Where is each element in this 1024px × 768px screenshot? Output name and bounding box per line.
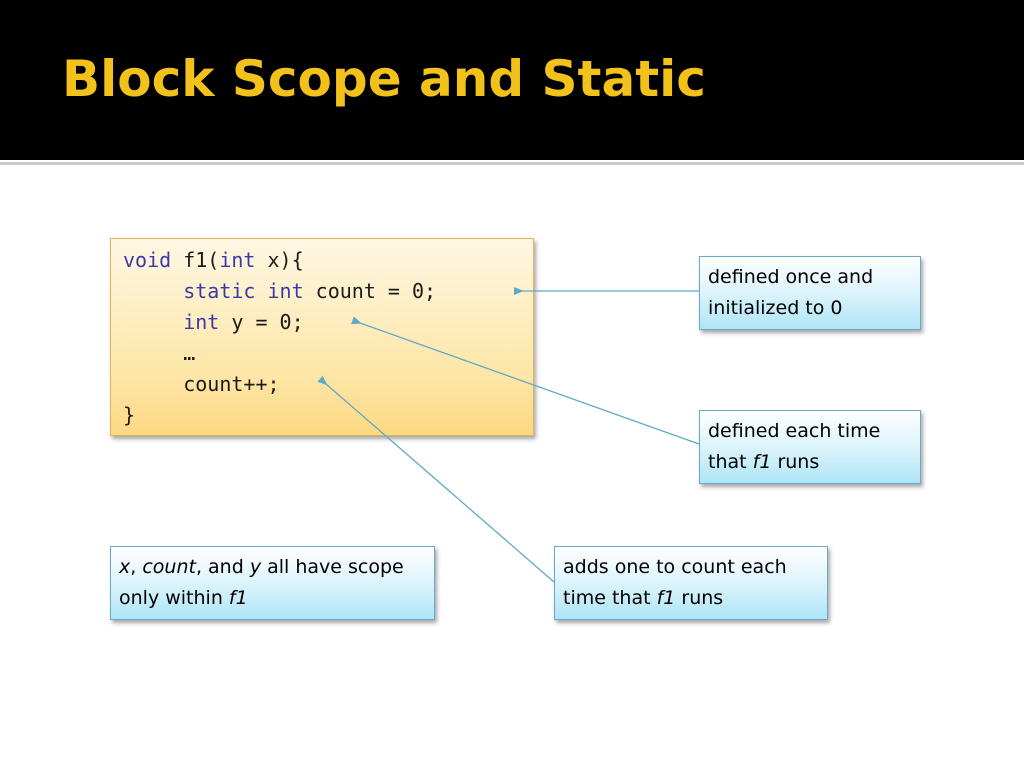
code-text: count++; bbox=[123, 372, 280, 396]
code-text: … bbox=[123, 341, 196, 365]
scope-note-y: y bbox=[249, 556, 262, 578]
scope-note-line-2: only within f1 bbox=[119, 583, 426, 614]
local-note-text-a: that bbox=[708, 451, 753, 473]
title-bar: Block Scope and Static bbox=[0, 0, 1024, 160]
code-line-2: static int count = 0; bbox=[123, 279, 436, 303]
increment-note-f1: f1 bbox=[656, 587, 676, 609]
local-note-f1: f1 bbox=[752, 451, 772, 473]
arrow-to-int-y bbox=[351, 316, 700, 445]
code-text: y = 0; bbox=[219, 310, 304, 334]
code-keyword: int bbox=[183, 310, 220, 334]
scope-note-sep-2: , and bbox=[195, 556, 250, 578]
scope-note-text-2: only within bbox=[119, 587, 229, 609]
scope-note-text: all have scope bbox=[261, 556, 404, 578]
increment-note-line-1: adds one to count each bbox=[563, 556, 787, 578]
code-line-3: int y = 0; bbox=[123, 310, 304, 334]
scope-note-count: count bbox=[142, 556, 196, 578]
static-note-callout: defined once and initialized to 0 bbox=[699, 256, 921, 330]
code-box: void f1(int x){ static int count = 0; in… bbox=[110, 238, 534, 436]
code-line-6: } bbox=[123, 403, 135, 427]
code-keyword: void bbox=[123, 248, 172, 272]
code-text: count = 0; bbox=[303, 279, 437, 303]
local-note-callout: defined each time that f1 runs bbox=[699, 410, 921, 484]
static-note-line-1: defined once and bbox=[708, 266, 874, 288]
increment-note-line-2: time that f1 runs bbox=[563, 583, 819, 614]
code-text: x){ bbox=[255, 248, 304, 272]
scope-note-sep-1: , bbox=[130, 556, 143, 578]
arrow-to-count-increment bbox=[317, 375, 555, 583]
code-keyword: int bbox=[219, 248, 256, 272]
code-keyword: static bbox=[183, 279, 256, 303]
code-line-5: count++; bbox=[123, 372, 280, 396]
title-divider bbox=[0, 162, 1024, 165]
static-note-line-2: initialized to 0 bbox=[708, 297, 843, 319]
slide-title: Block Scope and Static bbox=[62, 50, 706, 108]
increment-note-callout: adds one to count each time that f1 runs bbox=[554, 546, 828, 620]
code-text: } bbox=[123, 403, 136, 427]
code-keyword: int bbox=[267, 279, 304, 303]
code-line-1: void f1(int x){ bbox=[123, 248, 304, 272]
scope-note-f1: f1 bbox=[228, 587, 248, 609]
increment-note-text-b: runs bbox=[675, 587, 724, 609]
local-note-line-2: that f1 runs bbox=[708, 447, 912, 478]
code-text: f1( bbox=[171, 248, 220, 272]
code-line-4: … bbox=[123, 341, 195, 365]
scope-note-callout: x, count, and y all have scope only with… bbox=[110, 546, 435, 620]
scope-note-line-1: x, count, and y all have scope bbox=[119, 552, 426, 583]
scope-note-x: x bbox=[119, 556, 131, 578]
local-note-line-1: defined each time bbox=[708, 420, 881, 442]
local-note-text-b: runs bbox=[771, 451, 820, 473]
increment-note-text-a: time that bbox=[563, 587, 657, 609]
